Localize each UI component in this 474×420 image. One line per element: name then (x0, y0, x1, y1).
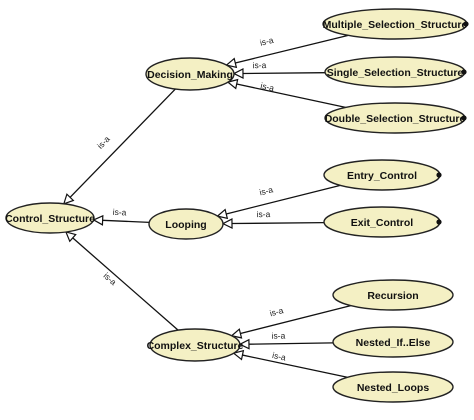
edge-single_selection-to-decision_making: is-a (232, 60, 326, 79)
edge-line (69, 88, 176, 198)
node-label: Nested_Loops (357, 382, 430, 394)
edge-nested_loops-to-complex_structure: is-a (232, 349, 348, 378)
edge-label: is-a (271, 350, 287, 363)
node-label: Entry_Control (347, 170, 417, 182)
node-recursion[interactable]: Recursion (332, 279, 454, 311)
node-label: Nested_If..Else (356, 337, 431, 349)
arrow-head (232, 68, 244, 79)
arrow-head (221, 218, 233, 229)
expand-dot-icon[interactable] (436, 172, 442, 178)
edge-label: is-a (112, 207, 126, 218)
edge-nested_if_else-to-complex_structure: is-a (238, 331, 334, 350)
node-label: Recursion (367, 290, 418, 302)
node-label: Multiple_Selection_Structure (323, 19, 468, 31)
node-ellipse (332, 279, 454, 311)
arrow-head (92, 214, 104, 226)
node-double-selection[interactable]: Double_Selection_Structure (324, 102, 467, 134)
nodes-layer: Control_Structure Decision_MakingLoopingC… (5, 8, 469, 403)
edge-label: is-a (272, 331, 286, 341)
arrow-head (232, 349, 245, 361)
edge-looping-to-control_structure: is-a (92, 207, 150, 226)
edge-label: is-a (95, 134, 112, 151)
node-label: Complex_Structure (147, 340, 244, 352)
arrow-head (225, 57, 238, 69)
node-entry-control[interactable]: Entry_Control (323, 159, 442, 191)
arrow-head (64, 231, 77, 243)
edge-line (240, 305, 351, 335)
edge-decision_making-to-control_structure: is-a (62, 88, 176, 205)
edge-label: is-a (260, 80, 276, 93)
arrow-head (62, 193, 75, 205)
node-control-structure[interactable]: Control_Structure (5, 202, 95, 234)
node-exit-control[interactable]: Exit_Control (323, 206, 442, 238)
edge-label: is-a (269, 305, 285, 318)
node-decision-making[interactable]: Decision_Making (145, 57, 235, 91)
arrow-head (226, 78, 239, 90)
node-single-selection[interactable]: Single_Selection_Structure (324, 56, 467, 88)
edge-entry_control-to-looping: is-a (216, 184, 341, 220)
node-label: Looping (165, 219, 206, 231)
edge-recursion-to-complex_structure: is-a (230, 305, 351, 339)
node-ellipse (332, 326, 454, 358)
arrow-head (216, 208, 229, 220)
node-label: Double_Selection_Structure (325, 113, 466, 125)
node-ellipse (332, 371, 454, 403)
arrow-head (238, 338, 250, 350)
edge-line (235, 34, 349, 64)
edge-line (242, 72, 326, 75)
node-ellipse (148, 208, 224, 240)
node-label: Exit_Control (351, 217, 414, 229)
node-label: Single_Selection_Structure (327, 67, 464, 79)
edge-label: is-a (258, 184, 274, 197)
node-nested-if-else[interactable]: Nested_If..Else (332, 326, 454, 358)
arrow-head (230, 328, 243, 339)
edge-double_selection-to-decision_making: is-a (226, 78, 346, 109)
edge-line (226, 184, 341, 215)
edge-complex_structure-to-control_structure: is-a (64, 231, 179, 331)
node-complex-structure[interactable]: Complex_Structure (147, 328, 244, 362)
node-label: Decision_Making (147, 69, 233, 81)
node-ellipse (5, 202, 95, 234)
edge-line (102, 219, 150, 224)
edge-label: is-a (102, 271, 119, 288)
edge-exit_control-to-looping: is-a (221, 209, 325, 229)
edges-layer: is-a is-a is-a is-a is-a is-a is-a is-a is-a is-a… (62, 34, 351, 378)
node-label: Control_Structure (5, 213, 95, 225)
expand-dot-icon[interactable] (461, 115, 467, 121)
node-ellipse (145, 57, 235, 91)
node-multiple-selection[interactable]: Multiple_Selection_Structure (322, 8, 469, 40)
edge-line (242, 354, 348, 378)
expand-dot-icon[interactable] (461, 69, 467, 75)
edge-multiple_selection-to-decision_making: is-a (225, 34, 349, 69)
edge-label: is-a (257, 209, 271, 219)
edge-line (236, 83, 346, 109)
edge-line (231, 221, 325, 225)
expand-dot-icon[interactable] (463, 21, 469, 27)
edge-label: is-a (253, 60, 267, 70)
node-looping[interactable]: Looping (148, 208, 224, 240)
edge-line (72, 237, 179, 331)
node-ellipse (149, 328, 241, 362)
edge-line (248, 342, 334, 345)
edge-label: is-a (259, 35, 275, 48)
expand-dot-icon[interactable] (436, 219, 442, 225)
node-nested-loops[interactable]: Nested_Loops (332, 371, 454, 403)
